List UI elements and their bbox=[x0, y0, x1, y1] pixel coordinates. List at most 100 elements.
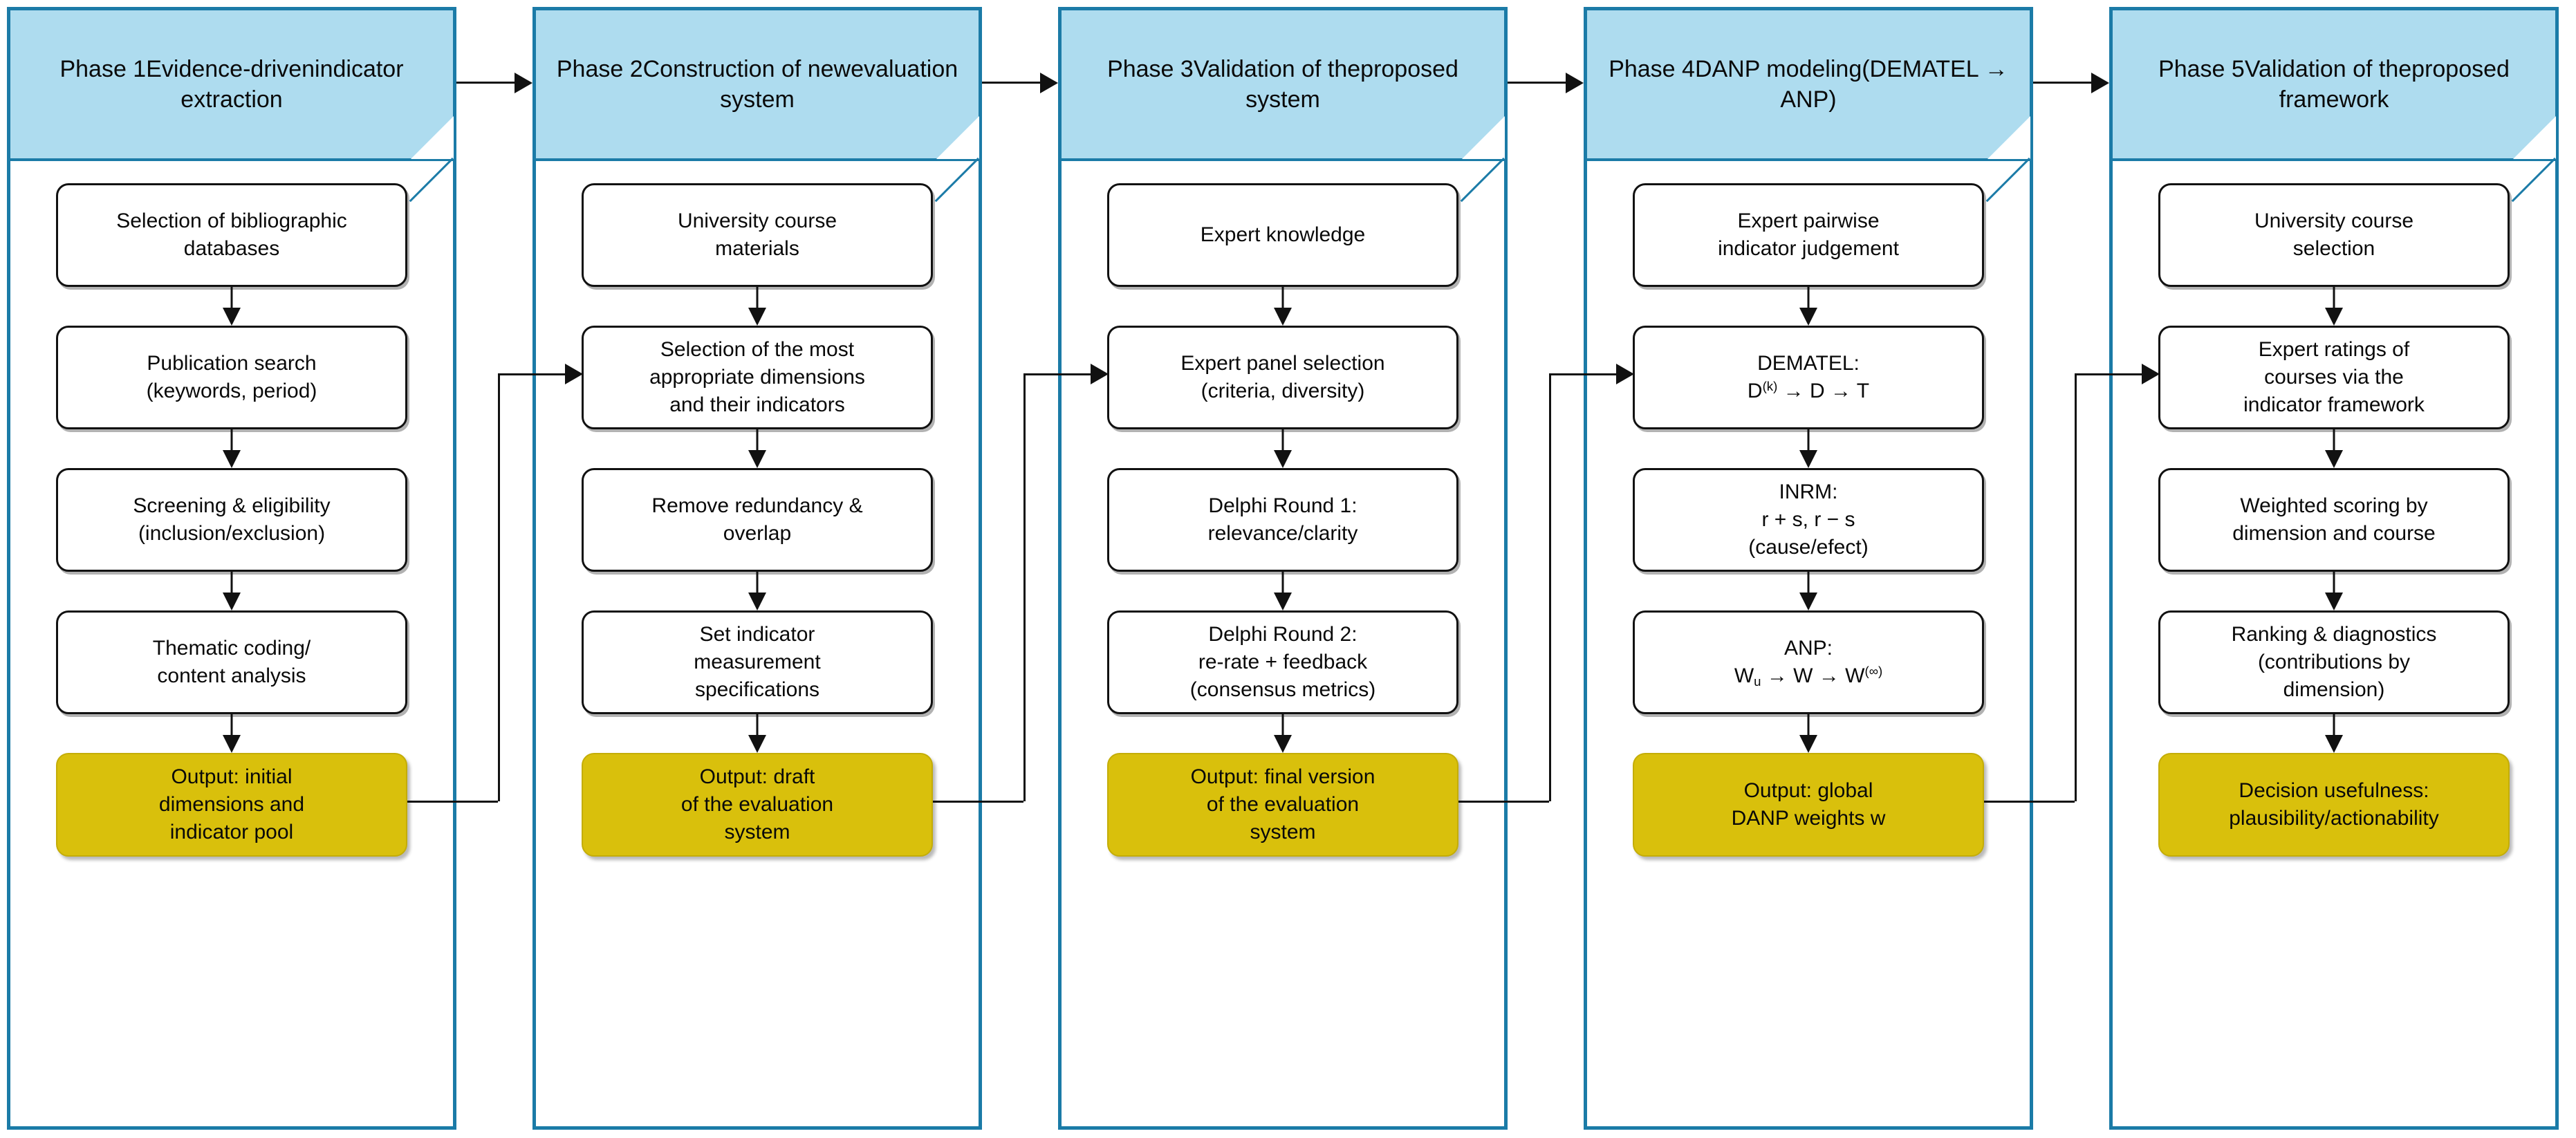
step-box-line: overlap bbox=[723, 522, 792, 545]
arrowhead-icon bbox=[565, 364, 583, 384]
step-box-phase-4-4: ANP: Wu → W → W(∞) bbox=[1633, 610, 1984, 714]
phase-transition-arrow-2 bbox=[982, 73, 1058, 93]
phase-column-4: Phase 4DANP modeling(DEMATEL → ANP)Exper… bbox=[1584, 7, 2033, 1130]
phase-column-1: Phase 1Evidence-drivenindicator extracti… bbox=[7, 7, 456, 1130]
connector-segment bbox=[2075, 373, 2143, 375]
phase-title-line: Phase 2 bbox=[556, 55, 643, 82]
step-box-line: (keywords, period) bbox=[146, 380, 317, 402]
connector-segment bbox=[2075, 374, 2077, 801]
step-box-line: Output: initial bbox=[171, 765, 293, 789]
step-box-line: ANP: bbox=[1783, 637, 1833, 660]
step-box-line: Output: global bbox=[1743, 779, 1873, 803]
connector-segment bbox=[1549, 374, 1551, 801]
down-arrow-icon bbox=[1798, 287, 1819, 326]
phase-transition-arrow-4 bbox=[2033, 73, 2109, 93]
step-box-line: of the evaluation bbox=[680, 793, 834, 817]
step-box-line: University course bbox=[2254, 209, 2414, 233]
step-box-phase-3-4: Delphi Round 2:re-rate + feedback(consen… bbox=[1107, 610, 1458, 714]
output-to-next-phase-connector-2 bbox=[0, 0, 1109, 803]
step-box-line: appropriate dimensions bbox=[649, 366, 865, 389]
connector-segment bbox=[1549, 373, 1618, 375]
arrowhead-icon bbox=[1616, 364, 1634, 384]
step-box-line: Wu → W → W(∞) bbox=[1734, 663, 1883, 689]
step-box-text: Decision usefulness:plausibility/actiona… bbox=[2229, 777, 2439, 832]
step-box-line: and their indicators bbox=[669, 393, 845, 416]
step-box-line: specifications bbox=[694, 678, 820, 701]
phase-header-3: Phase 3Validation of theproposed system bbox=[1062, 10, 1505, 203]
step-box-line: Delphi Round 2: bbox=[1208, 623, 1358, 646]
phase-title-2: Phase 2Construction of newevaluation sys… bbox=[536, 54, 979, 115]
phase-title-line: proposed system bbox=[1245, 55, 1458, 113]
phase-title-line: Validation of the bbox=[1193, 55, 1361, 82]
down-arrow-icon bbox=[1272, 572, 1293, 610]
connector-segment bbox=[407, 801, 498, 803]
phase-title-5: Phase 5Validation of theproposed framewo… bbox=[2113, 54, 2555, 115]
phase-title-line: Phase 1 bbox=[59, 55, 147, 82]
connector-segment bbox=[1984, 801, 2075, 803]
step-box-line: Ranking & diagnostics bbox=[2231, 623, 2437, 646]
folded-corner-icon bbox=[934, 116, 979, 203]
step-box-line: Publication search bbox=[147, 352, 317, 375]
phase-header-5: Phase 5Validation of theproposed framewo… bbox=[2113, 10, 2556, 203]
step-box-phase-4-2: DEMATEL:D(k) → D → T bbox=[1633, 326, 1984, 429]
connector-segment bbox=[933, 801, 1023, 803]
step-box-line: courses via the bbox=[2264, 366, 2404, 389]
step-box-text: Output: draft of the evaluation system bbox=[681, 763, 833, 846]
phase-title-3: Phase 3Validation of theproposed system bbox=[1062, 54, 1504, 115]
phase-title-line: proposed framework bbox=[2279, 55, 2510, 113]
down-arrow-icon bbox=[221, 287, 242, 326]
phase-header-2: Phase 2Construction of newevaluation sys… bbox=[536, 10, 979, 203]
step-box-line: Output: final version bbox=[1190, 765, 1375, 789]
step-box-line: Expert panel selection bbox=[1180, 352, 1385, 375]
step-box-line: dimensions and bbox=[158, 793, 305, 817]
phase-title-line: (DEMATEL → ANP) bbox=[1780, 55, 2008, 113]
step-box-phase-3-1: Expert knowledge bbox=[1107, 183, 1458, 287]
step-box-line: selection bbox=[2292, 237, 2375, 260]
step-box-phase-3-3: Delphi Round 1:relevance/clarity bbox=[1107, 468, 1458, 572]
output-to-next-phase-connector-1 bbox=[0, 0, 583, 803]
folded-corner-icon bbox=[2511, 116, 2556, 203]
down-arrow-icon bbox=[2324, 572, 2344, 610]
step-box-text: Thematic coding/content analysis bbox=[153, 635, 311, 690]
step-box-line: materials bbox=[715, 237, 799, 260]
down-arrow-icon bbox=[221, 429, 242, 468]
step-box-line: re-rate + feedback bbox=[1198, 651, 1368, 674]
output-box-phase-1: Output: initial dimensions and indicator p… bbox=[56, 753, 407, 857]
phase-title-line: Construction of new bbox=[642, 55, 851, 82]
step-box-line: Output: draft bbox=[699, 765, 815, 789]
step-box-text: Output: initial dimensions and indicator p… bbox=[159, 763, 304, 846]
step-box-phase-4-3: INRM:r + s, r − s(cause/efect) bbox=[1633, 468, 1984, 572]
step-box-line: indicator judgement bbox=[1718, 237, 1899, 260]
step-box-line: plausibility/actionability bbox=[2229, 807, 2439, 830]
step-box-text: INRM:r + s, r − s(cause/efect) bbox=[1748, 478, 1868, 561]
step-box-line: r + s, r − s bbox=[1761, 508, 1855, 532]
phase-header-4: Phase 4DANP modeling(DEMATEL → ANP) bbox=[1587, 10, 2030, 203]
step-box-line: Remove redundancy & bbox=[651, 494, 863, 518]
step-box-phase-2-1: University course materials bbox=[582, 183, 933, 287]
step-box-line: system bbox=[1250, 820, 1316, 843]
step-box-line: indicator pool bbox=[169, 820, 294, 843]
phase-column-5: Phase 5Validation of theproposed framewo… bbox=[2109, 7, 2559, 1130]
step-box-line: (criteria, diversity) bbox=[1201, 380, 1365, 402]
step-box-phase-2-3: Remove redundancy & overlap bbox=[582, 468, 933, 572]
step-box-line: University course bbox=[677, 209, 837, 233]
connector-segment bbox=[1023, 374, 1026, 801]
down-arrow-icon bbox=[747, 429, 768, 468]
step-box-line: dimension and course bbox=[2232, 522, 2436, 545]
folded-corner-icon bbox=[1460, 116, 1505, 203]
step-box-phase-3-2: Expert panel selection (criteria, diversi… bbox=[1107, 326, 1458, 429]
output-box-phase-5: Decision usefulness:plausibility/actiona… bbox=[2158, 753, 2510, 857]
phase-title-line: Validation of the bbox=[2244, 55, 2412, 82]
down-arrow-icon bbox=[1798, 429, 1819, 468]
step-box-line: system bbox=[724, 820, 790, 843]
phase-header-1: Phase 1Evidence-drivenindicator extracti… bbox=[10, 10, 454, 203]
step-box-line: content analysis bbox=[157, 664, 306, 687]
